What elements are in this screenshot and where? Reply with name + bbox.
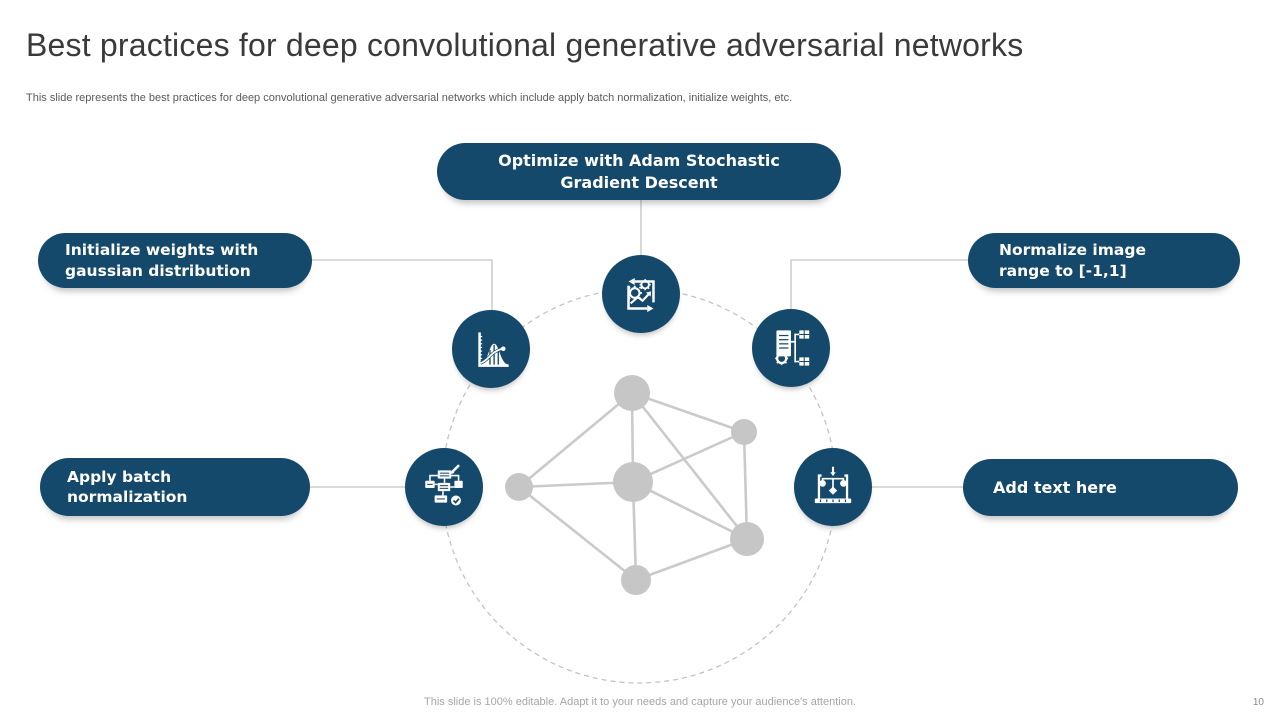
pill-label-line: Apply batch [67,467,172,486]
network-node [613,462,653,502]
pill-label-line: Gradient Descent [560,172,718,192]
icon-circle-normalize-range[interactable] [752,309,830,387]
pill-add-text[interactable]: Add text here [963,459,1238,516]
pill-label-line: normalization [67,488,188,506]
connector-left-upper [312,259,493,312]
network-graph [505,375,764,595]
network-node [731,419,757,445]
page-number: 10 [1252,697,1264,708]
pill-label-line: Optimize with Adam Stochastic [498,151,780,171]
pill-batch-normalization[interactable]: Apply batch normalization [40,458,310,516]
pill-label-line: Initialize weights with [65,241,259,260]
icon-circle-optimize[interactable] [602,255,680,333]
icon-circle-initialize-weights[interactable] [452,310,530,388]
pill-label-line: Add text here [993,477,1117,497]
pill-label-line: gaussian distribution [65,261,251,280]
flowchart-edit-icon [425,464,463,506]
pill-initialize-weights[interactable]: Initialize weights with gaussian distrib… [38,233,312,288]
network-node [621,565,651,595]
pill-label-line: Normalize image [999,241,1146,260]
network-node [505,473,533,501]
process-gears-icon [627,277,655,313]
slide-footer-note: This slide is 100% editable. Adapt it to… [424,696,856,708]
connector-right-upper [790,259,968,311]
gaussian-curve-icon [478,332,509,367]
network-node [614,375,650,411]
network-node [730,522,764,556]
slide-subtitle: This slide represents the best practices… [26,92,793,104]
document-gear-icon [775,330,810,366]
board-flowchart-icon [814,466,852,504]
pill-normalize-range[interactable]: Normalize image range to [-1,1] [968,233,1240,288]
icon-circle-add-text[interactable] [794,448,872,526]
slide-title: Best practices for deep convolutional ge… [26,27,1024,63]
icon-circle-batch-normalization[interactable] [405,448,483,526]
pill-optimize-adam[interactable]: Optimize with Adam Stochastic Gradient D… [437,143,841,200]
pill-label-line: range to [-1,1] [999,261,1127,280]
